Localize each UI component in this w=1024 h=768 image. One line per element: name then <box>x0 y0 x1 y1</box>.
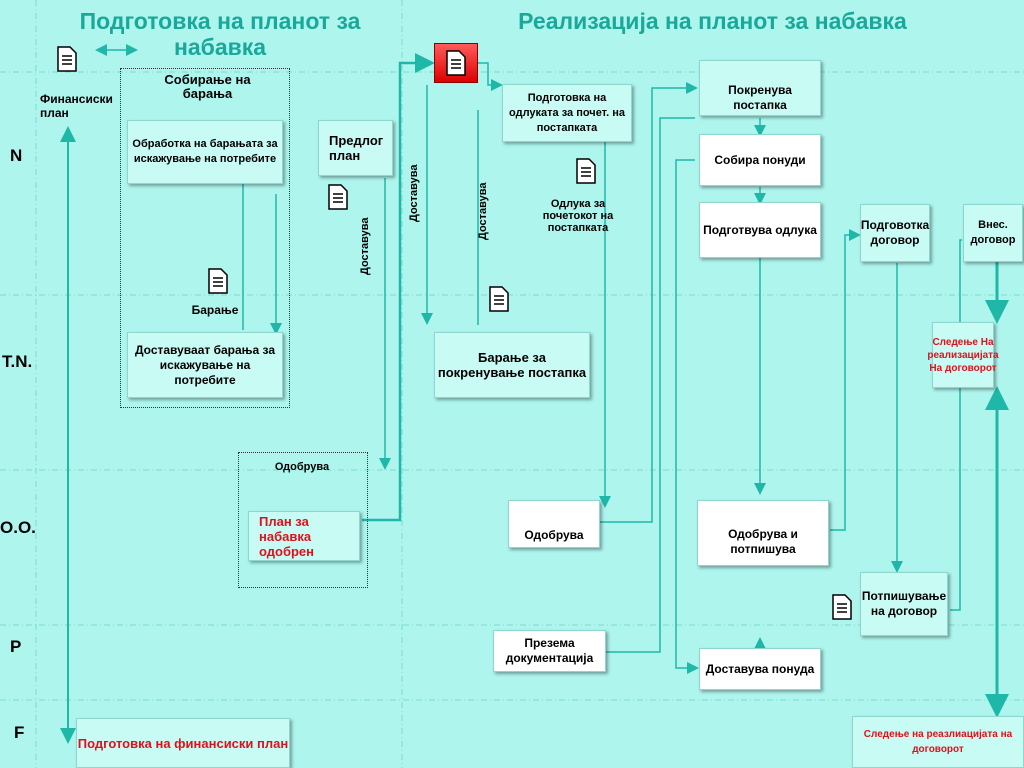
document-icon <box>208 268 228 294</box>
collect-offers-box[interactable]: Собира понуди <box>699 134 821 186</box>
prepare-financial-plan-box[interactable]: Подготовка на финансиски план <box>76 718 290 768</box>
start-procurement-button[interactable] <box>434 43 478 83</box>
header-right: Реализација на планот за набавка <box>518 8 907 34</box>
approve-sign-box[interactable]: Одобрува и потпишува <box>697 500 829 566</box>
document-icon <box>57 46 77 72</box>
document-icon <box>328 184 348 210</box>
approve-small-label: Одобрува <box>274 461 330 473</box>
collect-requests-label: Собирање на барања <box>164 72 251 101</box>
document-icon <box>489 286 509 312</box>
submit-requests-box[interactable]: Доставуваат барања за искажување на потр… <box>127 332 283 398</box>
lane-n: N <box>10 146 23 165</box>
lane-oo: O.O. <box>0 518 36 537</box>
deliver-label: Доставува <box>477 182 489 240</box>
prepare-contract-box[interactable]: Подговотка договор <box>860 204 930 262</box>
deliver-label: Доставува <box>408 164 420 222</box>
prepare-decision-box[interactable]: Подготовка на одлуката за почет. на пост… <box>502 84 632 142</box>
document-icon <box>832 594 852 620</box>
decision-label: Одлука за почетокот на постапката <box>542 198 614 234</box>
approve-box[interactable]: Одобрува <box>508 500 600 548</box>
take-documentation-box[interactable]: Презема документација <box>493 630 606 672</box>
document-icon <box>446 50 466 76</box>
enter-contract-box[interactable]: Внес. договор <box>963 204 1023 262</box>
prepare-decision-box-2[interactable]: Подготвува одлука <box>699 202 821 258</box>
monitoring-contract-box[interactable]: Следење На реализацијата На договорот <box>927 322 999 388</box>
header-left: Подготовка на планот за набавка <box>79 8 361 60</box>
lane-p: P <box>10 637 22 656</box>
document-icon <box>576 158 596 184</box>
monitoring-realization-box[interactable]: Следење на реазлиацијата на договорот <box>852 716 1024 768</box>
collect-requests-group <box>120 68 290 408</box>
initiate-procedure-box[interactable]: Покренува постапка <box>699 60 821 116</box>
financial-plan-label: Финансиски план <box>40 92 113 120</box>
proposal-plan-box[interactable]: Предлог план <box>318 120 393 176</box>
deliver-offer-box[interactable]: Доставува понуда <box>699 648 821 690</box>
request-label: Барање <box>191 303 239 317</box>
lane-tn: T.N. <box>2 352 33 371</box>
deliver-label: Доставува <box>359 217 371 275</box>
sign-contract-box[interactable]: Потпишување на договор <box>860 572 948 636</box>
process-requests-box[interactable]: Обработка на барањата за искажување на п… <box>127 120 283 184</box>
approve-group <box>238 452 368 588</box>
request-initiate-box[interactable]: Барање за покренување постапка <box>434 332 590 398</box>
lane-f: F <box>14 723 25 742</box>
plan-approved-box[interactable]: План за набавка одобрен <box>248 511 360 561</box>
